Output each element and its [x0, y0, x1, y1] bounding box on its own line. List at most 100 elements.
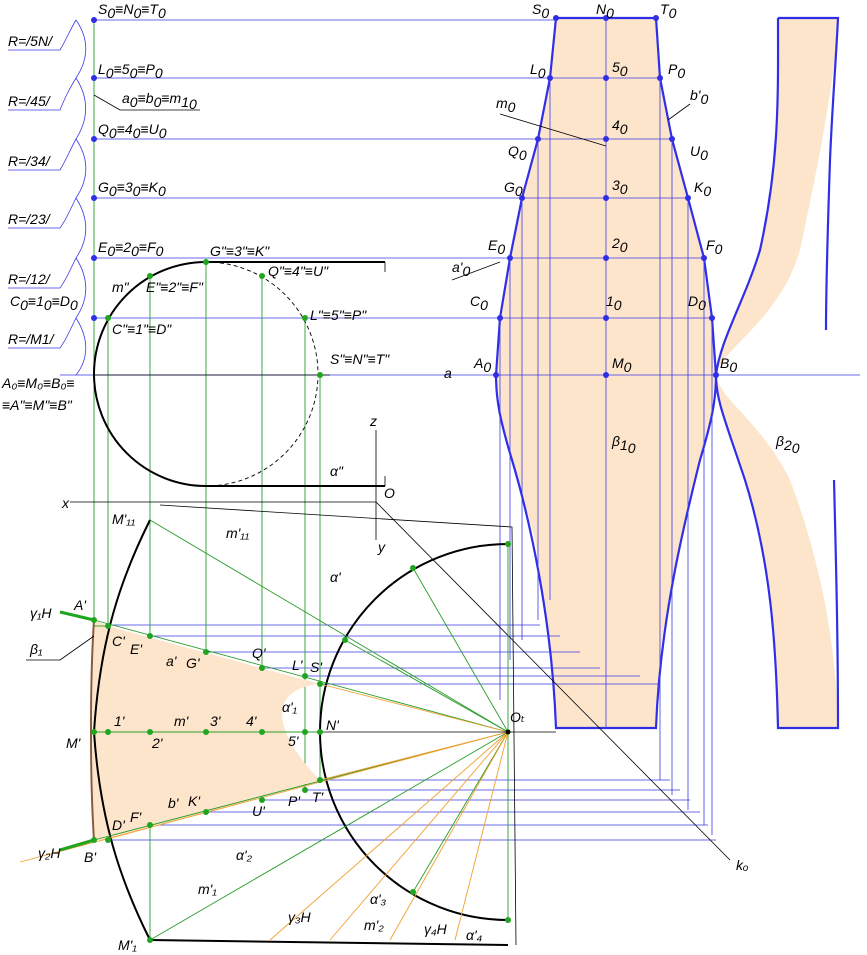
- label-b0prime: b'0: [690, 87, 708, 107]
- label-alpha2: α": [330, 463, 344, 479]
- label-m0-axis: M0: [612, 355, 632, 375]
- label-2p: 2': [151, 735, 164, 751]
- label-4p: 4': [246, 713, 258, 729]
- label-amb: A₀≡M₀≡B₀≡: [1, 375, 75, 391]
- label-sp: S': [310, 659, 323, 675]
- label-up: U': [252, 803, 266, 819]
- development-labels: S0 N0 T0 L0 50 P0 m0 b'0 40 Q0 U0 G0 30 …: [444, 1, 800, 456]
- label-m1: M'₁: [118, 937, 137, 953]
- label-np: N': [326, 717, 340, 733]
- label-alpha3: α'₃: [370, 891, 387, 907]
- label-e0: E0: [488, 237, 505, 257]
- label-beta1: β₁: [29, 641, 43, 657]
- label-l0-50-p0: L0≡50≡P0: [98, 61, 163, 81]
- label-beta2-0: β20: [775, 433, 800, 456]
- label-q0-40-u0: Q0≡40≡U0: [98, 121, 167, 141]
- label-x: x: [61, 495, 70, 511]
- label-mp2: m'₂: [364, 917, 384, 933]
- label-20: 20: [611, 235, 628, 255]
- label-m11: M'₁₁: [112, 511, 136, 527]
- label-mp11: m'₁₁: [226, 525, 250, 541]
- front-view-labels: A₀≡M₀≡B₀≡ ≡A"≡M"≡B" G"≡3"≡K" E"≡2"≡F" Q"…: [1, 243, 395, 555]
- label-t0: T0: [660, 1, 677, 21]
- label-f0: F0: [706, 237, 723, 257]
- label-ep: E': [130, 641, 143, 657]
- label-cd: C"≡1"≡D": [112, 321, 172, 337]
- label-bp-curve: b': [168, 795, 180, 811]
- label-gamma3h: γ₃H: [288, 909, 312, 925]
- label-kp: K': [188, 793, 201, 809]
- label-lp: L': [292, 657, 304, 673]
- label-fp: F': [130, 809, 143, 825]
- label-50: 50: [612, 59, 628, 79]
- label-gp: G': [186, 655, 201, 671]
- label-gamma2h: γ₂H: [38, 845, 61, 861]
- label-a: a: [444, 365, 452, 381]
- label-gamma4h: γ₄H: [424, 921, 448, 937]
- label-ghk: G"≡3"≡K": [210, 243, 270, 259]
- blue-plan-lines: [108, 624, 716, 841]
- radius-leaders: [8, 19, 87, 376]
- label-alpha2: α'₂: [236, 847, 253, 863]
- label-cp: C': [112, 633, 126, 649]
- r-label-12: R=/12/: [8, 271, 52, 287]
- label-ap-curve: a': [166, 653, 178, 669]
- label-tp: T': [312, 789, 325, 805]
- label-alpha4: α'₄: [466, 927, 483, 943]
- label-ap: A': [73, 597, 87, 613]
- label-1p: 1': [114, 713, 126, 729]
- label-d0: D0: [688, 293, 706, 313]
- front-view: [70, 261, 386, 540]
- r-label-34: R=/34/: [8, 153, 52, 169]
- label-mprime: m': [174, 713, 190, 729]
- label-ko: kₒ: [736, 857, 749, 873]
- label-g0: G0: [504, 179, 523, 199]
- label-snt: S"≡N"≡T": [330, 351, 390, 367]
- plan-labels: M'₁₁ m'₁₁ α' γ₁H A' C' E' a' G' Q' L' S'…: [26, 511, 749, 953]
- radius-labels: R=/5N/ R=/45/ R=/34/ R=/23/ R=/12/ R=/M1…: [8, 33, 56, 347]
- label-pp: P': [288, 793, 301, 809]
- label-amb2: ≡A"≡M"≡B": [2, 397, 73, 413]
- label-q0: Q0: [508, 143, 527, 163]
- label-gamma1h: γ₁H: [30, 605, 52, 621]
- label-b0: B0: [720, 355, 737, 375]
- label-qp: Q': [252, 645, 267, 661]
- label-z: z: [369, 413, 377, 429]
- label-bp: B': [84, 849, 97, 865]
- label-u0: U0: [690, 143, 708, 163]
- label-y: y: [377, 539, 386, 555]
- r-label-23: R=/23/: [8, 211, 52, 227]
- development-beta2: [714, 16, 840, 730]
- label-beta1-0: β10: [611, 433, 636, 456]
- label-s0-n0-t0: S0≡N0≡T0: [98, 1, 166, 21]
- label-10: 10: [606, 293, 622, 313]
- label-a0-b0-m10: a0≡b0≡m10: [122, 90, 197, 112]
- label-efq: E"≡2"≡F": [146, 279, 204, 295]
- label-m0: m0: [496, 95, 516, 115]
- points: [91, 15, 719, 943]
- label-c0: C0: [470, 293, 488, 313]
- label-g0-30-k0: G0≡30≡K0: [98, 179, 166, 199]
- r-label-5n: R=/5N/: [8, 33, 54, 49]
- label-dp: D': [112, 817, 126, 833]
- label-a0: A0: [473, 355, 491, 375]
- blue-horizontal-lines: [60, 19, 860, 728]
- label-30: 30: [612, 177, 628, 197]
- label-n0: N0: [596, 1, 614, 21]
- label-a0prime: a'0: [452, 259, 470, 279]
- label-qu: Q"≡4"≡U": [268, 263, 329, 279]
- label-l0: L0: [530, 61, 546, 81]
- r-label-m1: R=/M1/: [8, 331, 56, 347]
- r-label-45: R=/45/: [8, 93, 52, 109]
- label-3p: 3': [210, 713, 222, 729]
- label-m2: m": [112, 279, 130, 295]
- label-c0-10-d0: C0≡10≡D0: [10, 293, 78, 313]
- label-alphap: α': [330, 569, 342, 585]
- blue-vertical-lines: [499, 78, 713, 835]
- label-o: O: [384, 485, 395, 501]
- label-lp: L"≡5"≡P": [310, 307, 367, 323]
- label-5p: 5': [288, 733, 300, 749]
- label-s0: S0: [532, 1, 549, 21]
- label-ot: Oₜ: [510, 709, 525, 725]
